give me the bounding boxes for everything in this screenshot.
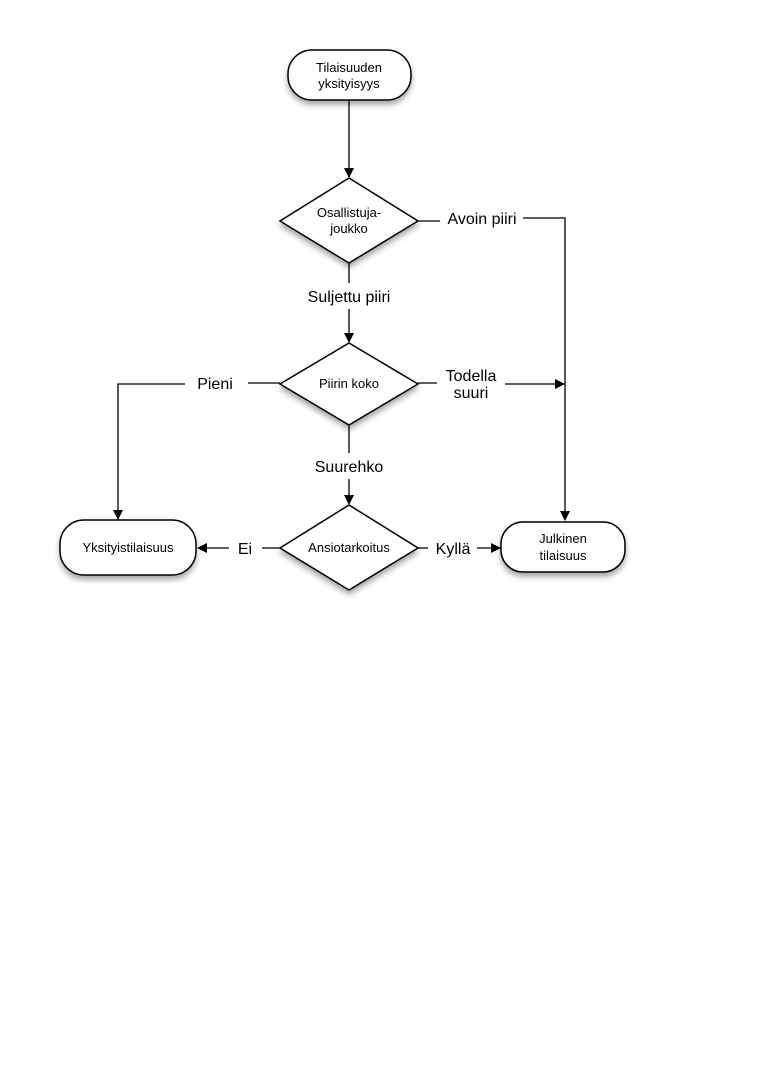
- node-start: Tilaisuuden yksityisyys: [287, 49, 412, 101]
- edge-label-open-circle: Avoin piiri: [447, 211, 516, 228]
- edge-label-closed-circle: Suljettu piiri: [308, 289, 391, 306]
- node-private-event-label: Yksityistilaisuus: [82, 540, 174, 555]
- decision-profit: Ansiotarkoitus: [278, 504, 420, 591]
- edge-label-no: Ei: [238, 541, 252, 558]
- node-public-event-line2: tilaisuus: [540, 548, 587, 563]
- decision-circle-size-label: Piirin koko: [319, 376, 379, 391]
- edge-label-yes: Kyllä: [436, 541, 471, 558]
- decision-circle-size: Piirin koko: [278, 342, 420, 426]
- node-start-line1: Tilaisuuden: [316, 60, 382, 75]
- edge-label-fairly-large: Suurehko: [315, 459, 384, 476]
- edge-label-small: Pieni: [197, 376, 233, 393]
- edge-label-very-large-1: Todella: [446, 368, 497, 385]
- decision-participants-line1: Osallistuja-: [317, 205, 381, 220]
- edge-small-b: [113, 383, 185, 520]
- edge-open-circle-b: [523, 217, 570, 521]
- decision-profit-label: Ansiotarkoitus: [308, 540, 390, 555]
- node-public-event: Julkinen tilaisuus: [500, 521, 626, 573]
- node-private-event: Yksityistilaisuus: [59, 519, 197, 576]
- edge-label-very-large-2: suuri: [454, 385, 489, 402]
- node-public-event-line1: Julkinen: [539, 531, 587, 546]
- decision-participants-line2: joukko: [329, 221, 368, 236]
- decision-participants: Osallistuja- joukko: [278, 177, 420, 264]
- node-start-line2: yksityisyys: [318, 76, 380, 91]
